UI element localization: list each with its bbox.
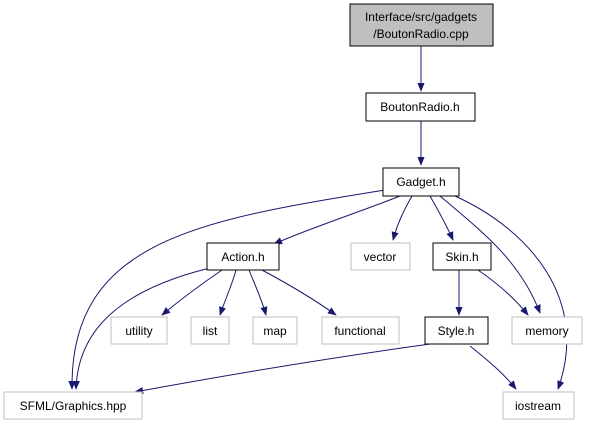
- node-vector-label: vector: [364, 250, 397, 264]
- node-iostream[interactable]: iostream: [502, 391, 575, 420]
- edge-gadget-to-memory: [439, 195, 541, 314]
- node-map-label: map: [263, 324, 287, 338]
- node-utility-label: utility: [125, 324, 152, 338]
- node-skin-h[interactable]: Skin.h: [432, 242, 492, 271]
- node-memory-label: memory: [525, 324, 568, 338]
- edge-action-to-sfml: [72, 267, 211, 390]
- node-boutonradio-h-label: BoutonRadio.h: [380, 100, 459, 114]
- node-list-label: list: [203, 324, 218, 338]
- node-map[interactable]: map: [252, 316, 298, 345]
- edge-gadget-to-action: [273, 195, 401, 245]
- edge-action-to-functional: [261, 269, 337, 316]
- node-action-h[interactable]: Action.h: [206, 242, 280, 271]
- node-gadget-h-label: Gadget.h: [396, 175, 445, 189]
- node-vector[interactable]: vector: [350, 242, 411, 271]
- edge-action-to-utility: [161, 269, 223, 316]
- node-boutonradio-h[interactable]: BoutonRadio.h: [365, 92, 476, 122]
- edge-skin-to-memory: [477, 269, 529, 316]
- node-sfml-graphics[interactable]: SFML/Graphics.hpp: [3, 391, 143, 420]
- edge-action-to-map: [248, 269, 268, 316]
- node-skin-h-label: Skin.h: [445, 250, 478, 264]
- node-root-line1: Interface/src/gadgets: [365, 10, 477, 24]
- edges: [68, 46, 568, 395]
- edge-action-to-list: [219, 269, 237, 316]
- node-root[interactable]: Interface/src/gadgets /BoutonRadio.cpp: [349, 3, 494, 47]
- node-style-h[interactable]: Style.h: [424, 316, 489, 345]
- node-utility[interactable]: utility: [110, 316, 168, 345]
- edge-gadget-to-iostream: [454, 195, 568, 390]
- edge-gadget-to-sfml: [68, 189, 386, 390]
- edge-gadget-to-skin: [429, 195, 454, 241]
- node-root-line2: /BoutonRadio.cpp: [373, 27, 469, 41]
- node-functional-label: functional: [334, 324, 385, 338]
- edge-style-to-sfml: [134, 343, 431, 395]
- node-sfml-graphics-label: SFML/Graphics.hpp: [20, 399, 127, 413]
- edge-style-to-iostream: [469, 345, 517, 390]
- node-memory[interactable]: memory: [511, 316, 583, 345]
- node-action-h-label: Action.h: [221, 250, 264, 264]
- node-style-h-label: Style.h: [438, 324, 475, 338]
- node-iostream-label: iostream: [515, 399, 561, 413]
- node-list[interactable]: list: [190, 316, 230, 345]
- node-gadget-h[interactable]: Gadget.h: [382, 167, 460, 197]
- edge-gadget-to-vector: [391, 195, 413, 241]
- node-functional[interactable]: functional: [321, 316, 400, 345]
